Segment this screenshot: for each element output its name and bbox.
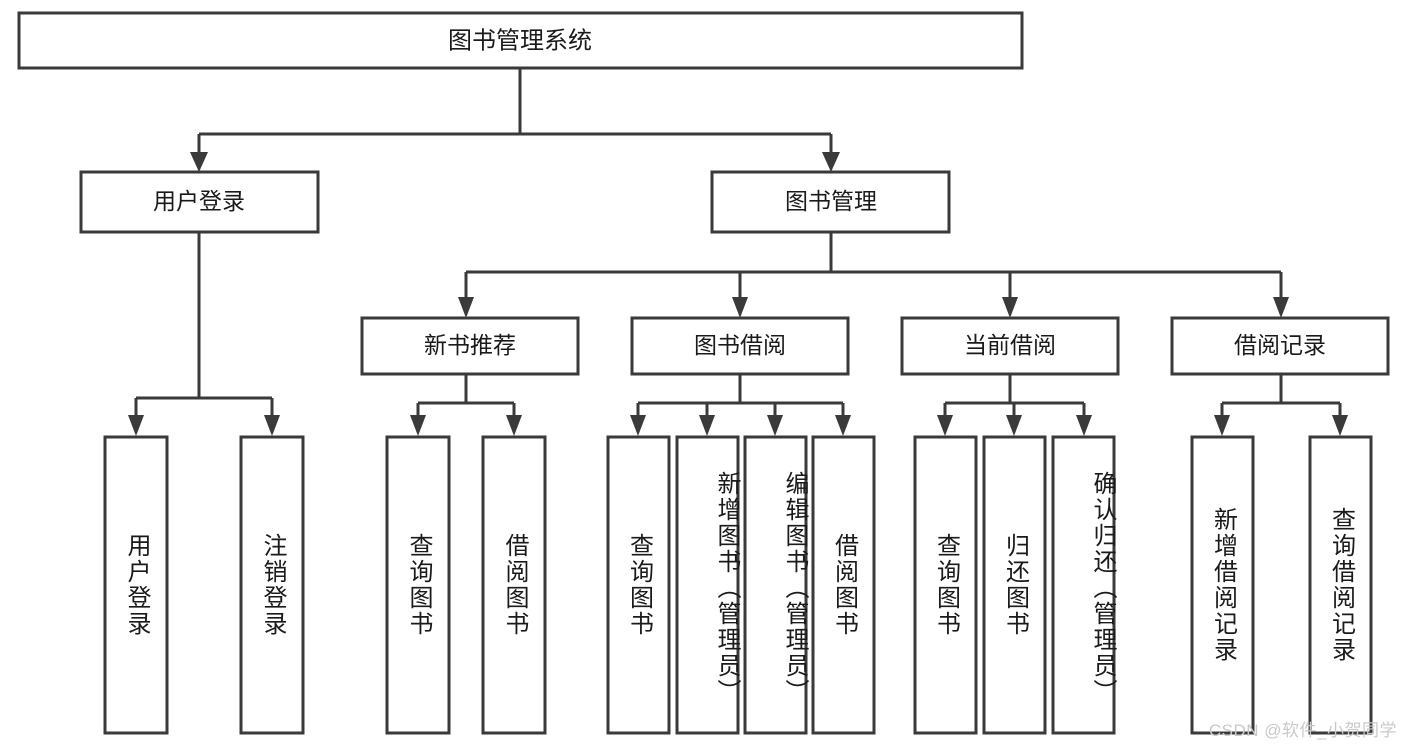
arrowhead-bb-leaf4 xyxy=(835,415,851,436)
node-book-borrow-label: 图书借阅 xyxy=(694,332,786,358)
node-user-login[interactable]: 用户登录 xyxy=(79,170,320,234)
arrowhead-bb-leaf3 xyxy=(767,415,783,436)
arrowhead-br-leaf2 xyxy=(1332,415,1348,436)
arrowhead-user-login xyxy=(190,152,208,172)
connector-group-borrow-record xyxy=(1214,374,1348,436)
arrowhead-book-mgmt xyxy=(822,152,840,172)
arrowhead-bb-leaf1 xyxy=(630,415,646,436)
node-current-borrow[interactable]: 当前借阅 xyxy=(900,316,1120,376)
leaf-box-bb-4[interactable] xyxy=(811,435,876,735)
node-current-borrow-box[interactable] xyxy=(900,316,1120,376)
node-book-management[interactable]: 图书管理 xyxy=(710,170,951,234)
leaf-boxes-borrow-record xyxy=(1190,435,1373,735)
arrowhead-ul-leaf2 xyxy=(264,415,280,436)
leaf-box-cb-3[interactable] xyxy=(1051,435,1116,735)
arrowhead-new-book xyxy=(458,297,474,318)
connector-group-root xyxy=(190,68,840,172)
node-new-book-recommend-label: 新书推荐 xyxy=(424,332,516,358)
arrowhead-borrow-record xyxy=(1273,297,1289,318)
connector-group-book-mgmt xyxy=(458,232,1289,318)
arrowhead-current-borrow xyxy=(1002,297,1018,318)
arrowhead-cb-leaf1 xyxy=(937,415,953,436)
node-borrow-record[interactable]: 借阅记录 xyxy=(1170,316,1390,376)
leaf-box-cb-2[interactable] xyxy=(982,435,1047,735)
leaf-box-nb-2[interactable] xyxy=(481,435,547,735)
leaf-box-nb-1[interactable] xyxy=(385,435,451,735)
node-book-management-box[interactable] xyxy=(710,170,951,234)
leaf-box-ul-1[interactable] xyxy=(103,435,169,735)
arrowhead-book-borrow xyxy=(732,297,748,318)
arrowhead-ul-leaf1 xyxy=(128,415,144,436)
leaf-box-br-1[interactable] xyxy=(1190,435,1255,735)
node-user-login-box[interactable] xyxy=(79,170,320,234)
node-borrow-record-label: 借阅记录 xyxy=(1234,332,1326,358)
connector-group-book-borrow xyxy=(630,374,851,436)
node-root-label: 图书管理系统 xyxy=(448,27,592,54)
leaf-box-bb-2[interactable] xyxy=(675,435,740,735)
arrowhead-cb-leaf2 xyxy=(1006,415,1022,436)
arrowhead-bb-leaf2 xyxy=(699,415,715,436)
node-user-login-label: 用户登录 xyxy=(153,188,245,214)
node-new-book-recommend[interactable]: 新书推荐 xyxy=(360,316,580,376)
arrowhead-cb-leaf3 xyxy=(1076,415,1092,436)
node-root-box[interactable] xyxy=(17,11,1024,70)
node-book-borrow[interactable]: 图书借阅 xyxy=(630,316,850,376)
leaf-boxes-current-borrow xyxy=(913,435,1116,735)
leaf-boxes-new-book xyxy=(385,435,547,735)
arrowhead-br-leaf1 xyxy=(1214,415,1230,436)
node-current-borrow-label: 当前借阅 xyxy=(964,332,1056,358)
connector-group-new-book xyxy=(410,374,522,436)
leaf-box-bb-1[interactable] xyxy=(606,435,671,735)
leaf-box-bb-3[interactable] xyxy=(743,435,808,735)
leaf-box-ul-2[interactable] xyxy=(239,435,305,735)
node-book-borrow-box[interactable] xyxy=(630,316,850,376)
arrowhead-nb-leaf2 xyxy=(506,415,522,436)
node-book-management-label: 图书管理 xyxy=(785,188,877,214)
arrowhead-nb-leaf1 xyxy=(410,415,426,436)
node-new-book-recommend-box[interactable] xyxy=(360,316,580,376)
connector-group-current-borrow xyxy=(937,374,1092,436)
leaf-box-br-2[interactable] xyxy=(1308,435,1373,735)
node-root[interactable]: 图书管理系统 xyxy=(17,11,1024,70)
leaf-boxes-book-borrow xyxy=(606,435,876,735)
leaf-box-cb-1[interactable] xyxy=(913,435,978,735)
connector-group-user-login xyxy=(128,232,280,436)
leaf-boxes-user-login xyxy=(103,435,305,735)
csdn-watermark: CSDN @软件_小贺同学 xyxy=(1208,721,1397,740)
node-borrow-record-box[interactable] xyxy=(1170,316,1390,376)
